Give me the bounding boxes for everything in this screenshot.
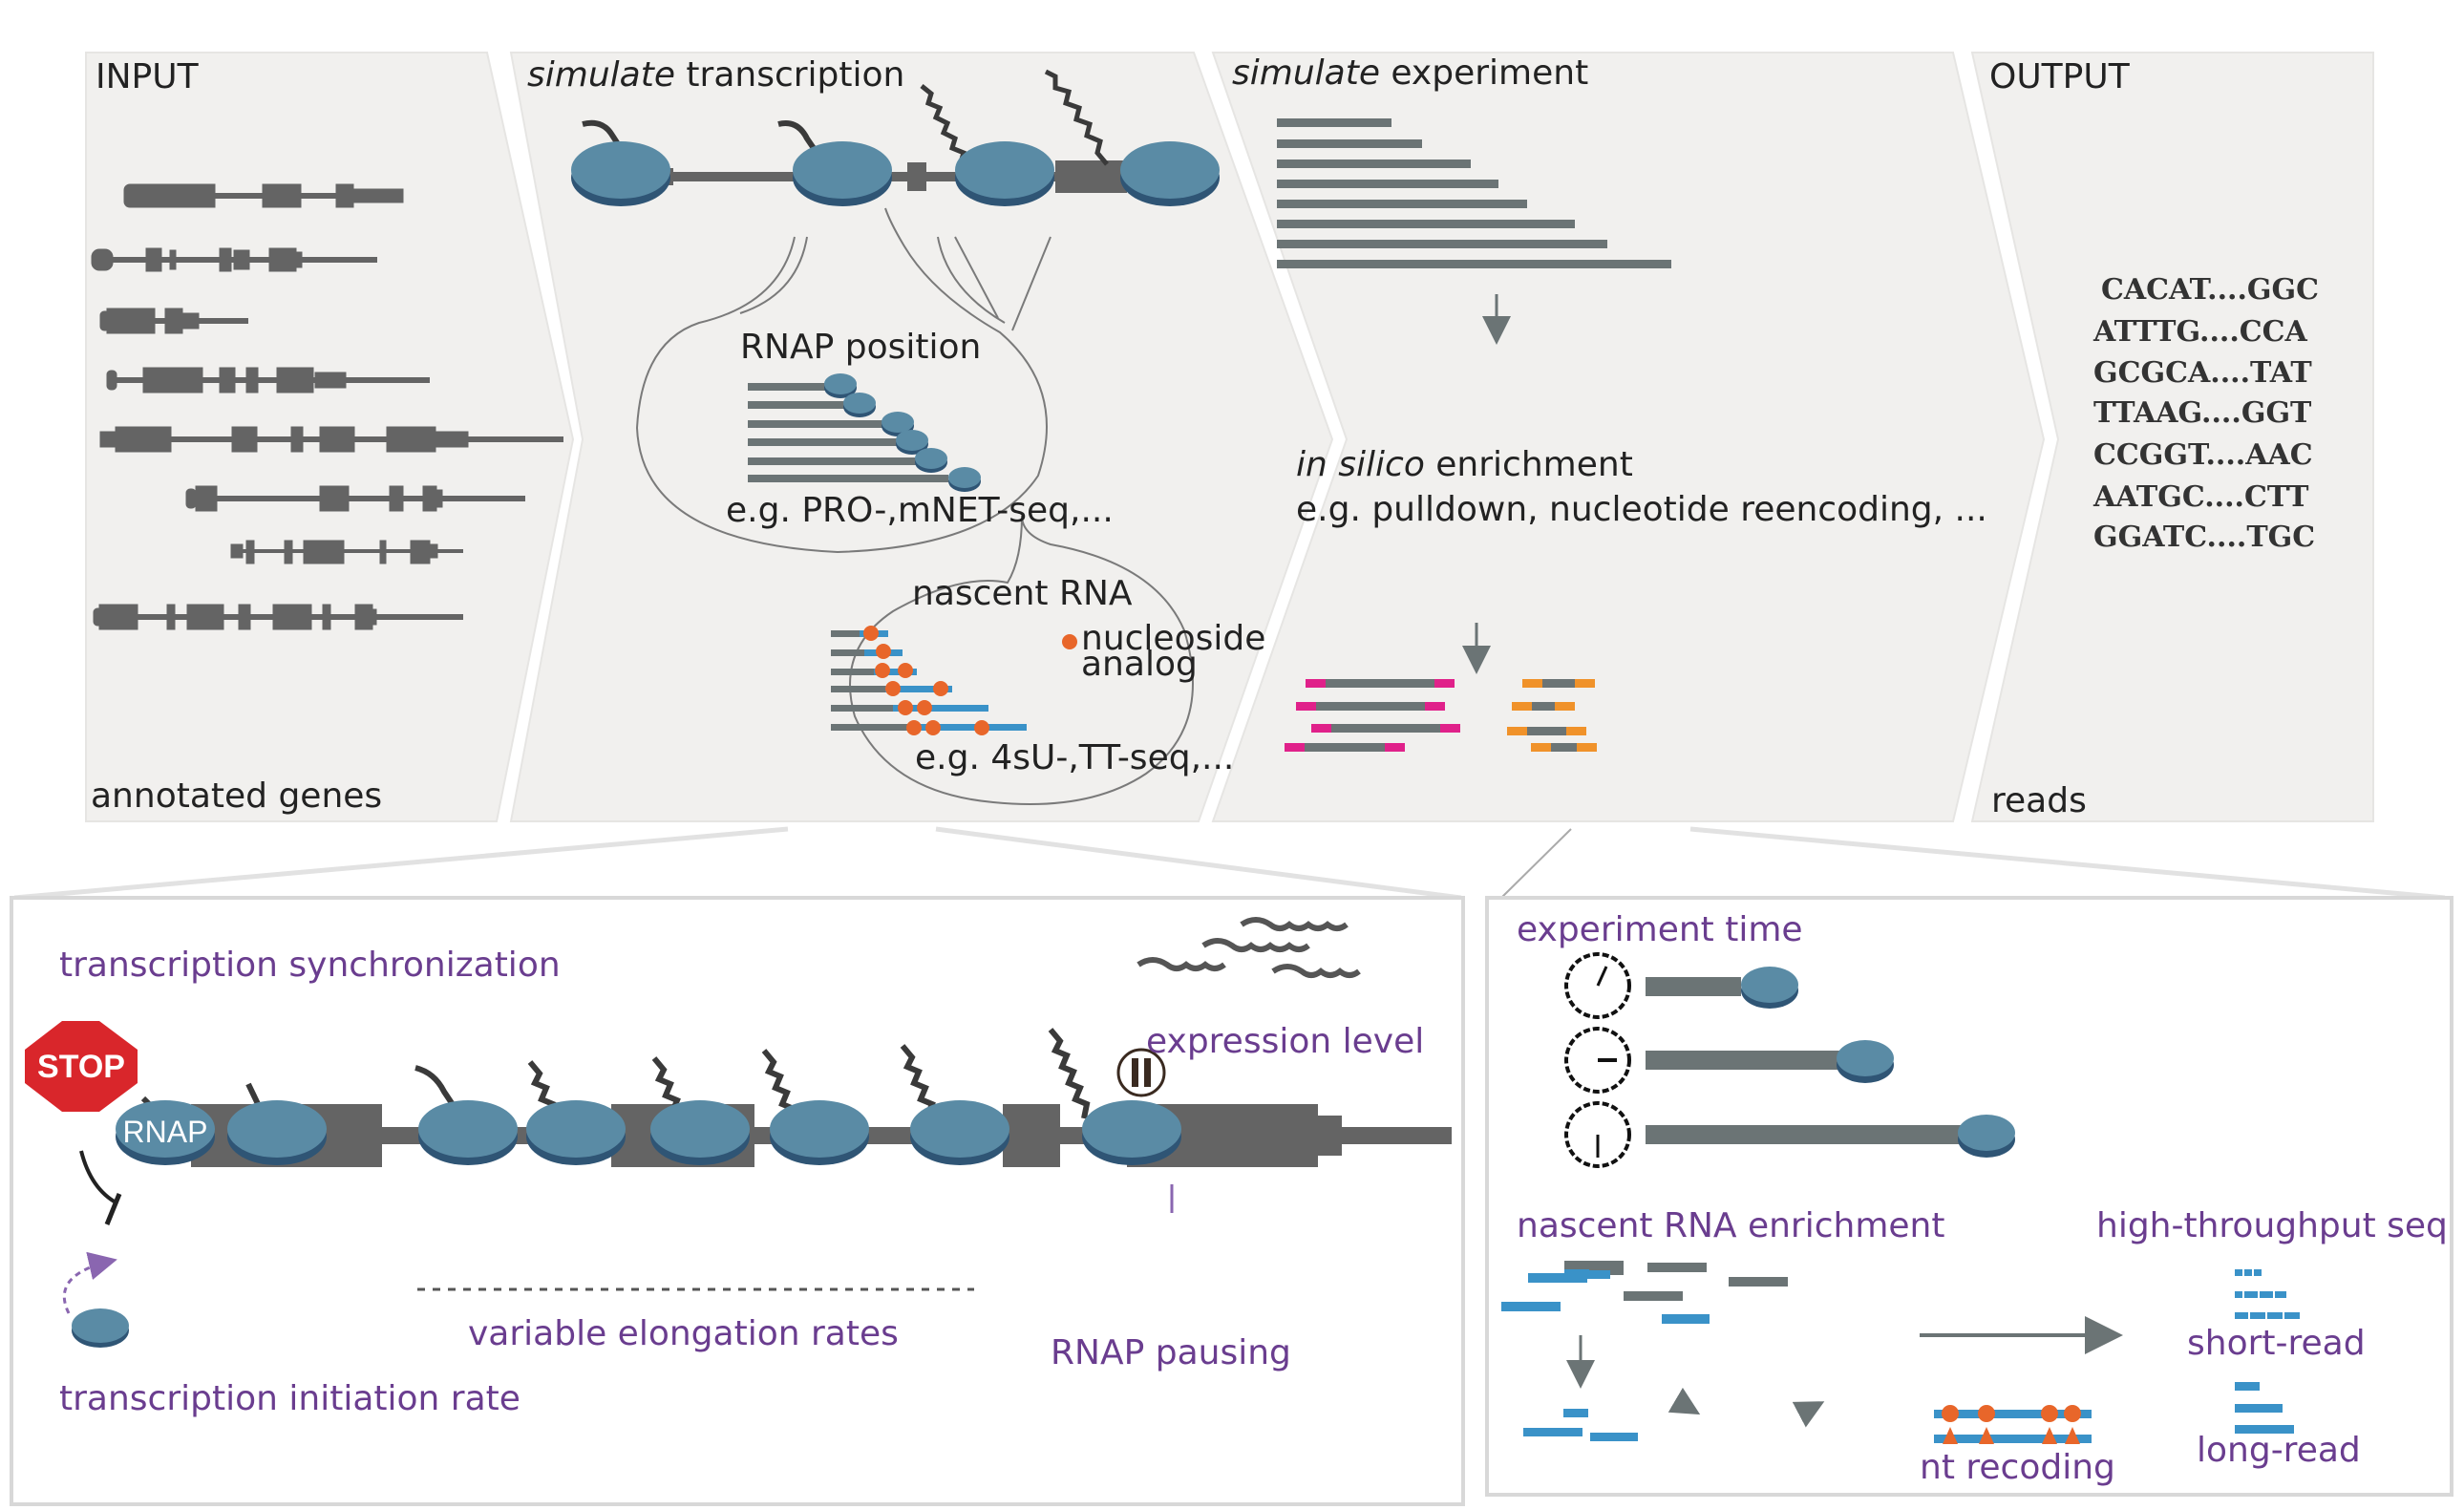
rnap-icon: [948, 467, 981, 492]
output-title: OUTPUT: [1989, 57, 2131, 96]
panel-output: [1970, 52, 2374, 822]
read-sequence: TTAAG....GGT: [2093, 396, 2312, 430]
zoom-connectors: [13, 826, 2446, 901]
long-reads: [2235, 1382, 2294, 1434]
short-read-label: short-read: [2187, 1324, 2366, 1363]
nascent-rna-example: e.g. 4sU-,TT-seq,...: [915, 738, 1234, 777]
short-reads: [2235, 1269, 2300, 1319]
rnap-icon: [1082, 1100, 1181, 1165]
clock-icon: [1564, 952, 1631, 1019]
panel-transcription-detail: [10, 896, 1465, 1506]
read-sequence: CACAT....GGC: [2101, 273, 2319, 307]
gene-with-polymerases: [571, 69, 1220, 206]
inhibition-bar: [104, 1193, 122, 1225]
gene-model: [123, 183, 404, 208]
clock-icon: [1564, 1027, 1631, 1094]
enrichment-title: in silico enrichment: [1296, 445, 1633, 484]
enrichment-label: nascent RNA enrichment: [1517, 1206, 1945, 1245]
rnap-icon: [843, 393, 876, 417]
rnap-icon: [910, 1100, 1009, 1165]
nt-recoding-reads: [1934, 1405, 2092, 1444]
read-sequence: CCGGT....AAC: [2093, 438, 2313, 472]
rnap-icon: [955, 141, 1054, 206]
mixed-pool: [1528, 1273, 1587, 1283]
read-sequence: GGATC....TGC: [2093, 521, 2315, 554]
annotated-genes: [91, 183, 563, 630]
zoom-connector-line: [1500, 828, 1572, 899]
nascent-rna-title: nascent RNA: [912, 574, 1133, 613]
read-sequences: CACAT....GGC ATTTG....CCA GCGCA....TAT T…: [2092, 273, 2319, 554]
legend-analog-dot: [1062, 634, 1077, 649]
rnap-icon: [526, 1100, 626, 1165]
pausing-label: RNAP pausing: [1051, 1333, 1291, 1372]
experiment-time-label: experiment time: [1517, 910, 1803, 949]
experiment-title: simulate experiment: [1232, 53, 1588, 93]
rnap-icon: [227, 1100, 327, 1165]
long-read-label: long-read: [2197, 1431, 2361, 1470]
rnap-icon: [770, 1100, 869, 1165]
rnap-icon: [571, 141, 670, 206]
pause-icon: [1116, 1048, 1166, 1097]
read-sequence: ATTTG....CCA: [2092, 315, 2308, 349]
transcription-title: simulate transcription: [527, 55, 904, 95]
stop-sign-icon: STOP: [25, 1021, 138, 1112]
reencoded-reads: [1507, 679, 1597, 752]
enrichment-fragments: [1564, 1261, 1624, 1270]
read-sequence: GCGCA....TAT: [2093, 356, 2312, 390]
gene-model: [93, 604, 463, 630]
input-caption: annotated genes: [91, 776, 382, 816]
expression-label: expression level: [1146, 1022, 1424, 1061]
free-rnap-icon: [72, 1308, 129, 1348]
clock-icon: [1564, 1101, 1631, 1168]
nascent-read-stack: [1277, 118, 1671, 268]
rnap-label: RNAP: [123, 1115, 208, 1149]
time-course: [1564, 952, 2015, 1168]
legend-analog-line2: analog: [1081, 645, 1198, 684]
enrichment-source-reads: [1501, 1263, 1788, 1324]
rnap-position-example: e.g. PRO-,mNET-seq,...: [726, 491, 1114, 530]
gene-model: [99, 308, 248, 334]
inhibition-arrow-icon: [79, 1150, 118, 1205]
rnap-icon: [915, 448, 947, 473]
svg-text:STOP: STOP: [37, 1049, 125, 1085]
rnap-position-reads: [748, 373, 981, 492]
rnap-icon: [793, 141, 892, 206]
nascent-total-rna-mix: [1564, 1269, 1589, 1279]
htseq-label: high-throughput seq: [2096, 1206, 2448, 1245]
expression-transcripts-icon: [1136, 917, 1361, 978]
panel-experiment-detail: [1485, 896, 2453, 1497]
elongation-gene: [116, 1028, 1452, 1167]
output-caption: reads: [1991, 781, 2087, 820]
initiation-label: transcription initiation rate: [59, 1379, 520, 1418]
recoding-out-arrow-icon: [1792, 1401, 1825, 1428]
rnap-icon: [418, 1100, 518, 1165]
legend-analog-line1: nucleoside: [1081, 619, 1265, 658]
rnap-icon: [650, 1100, 750, 1165]
rnap-position-title: RNAP position: [740, 328, 981, 367]
labeled-reads: [831, 626, 1027, 735]
gene-model: [99, 426, 563, 453]
gene-model: [185, 485, 525, 512]
elongation-label: variable elongation rates: [468, 1314, 899, 1353]
gene-model: [106, 367, 430, 393]
pulldown-reads: [1285, 679, 1460, 752]
recoding-in-arrow-icon: [1667, 1387, 1701, 1415]
gene-model: [91, 247, 377, 272]
enrichment-example: e.g. pulldown, nucleotide reencoding, ..…: [1296, 490, 1987, 529]
read-sequence: AATGC....CTT: [2092, 480, 2309, 514]
nt-recoding-label: nt recoding: [1920, 1448, 2115, 1487]
enriched-reads: [1523, 1409, 1638, 1441]
gene-model: [230, 540, 463, 564]
initiation-arrow-icon: [62, 1251, 117, 1314]
nucleoside-analog-dots: [863, 626, 989, 735]
bubble-connectors: [635, 207, 1194, 805]
synchronization-label: transcription synchronization: [59, 946, 561, 985]
input-title: INPUT: [96, 57, 200, 96]
rnap-icon: [1120, 141, 1220, 206]
